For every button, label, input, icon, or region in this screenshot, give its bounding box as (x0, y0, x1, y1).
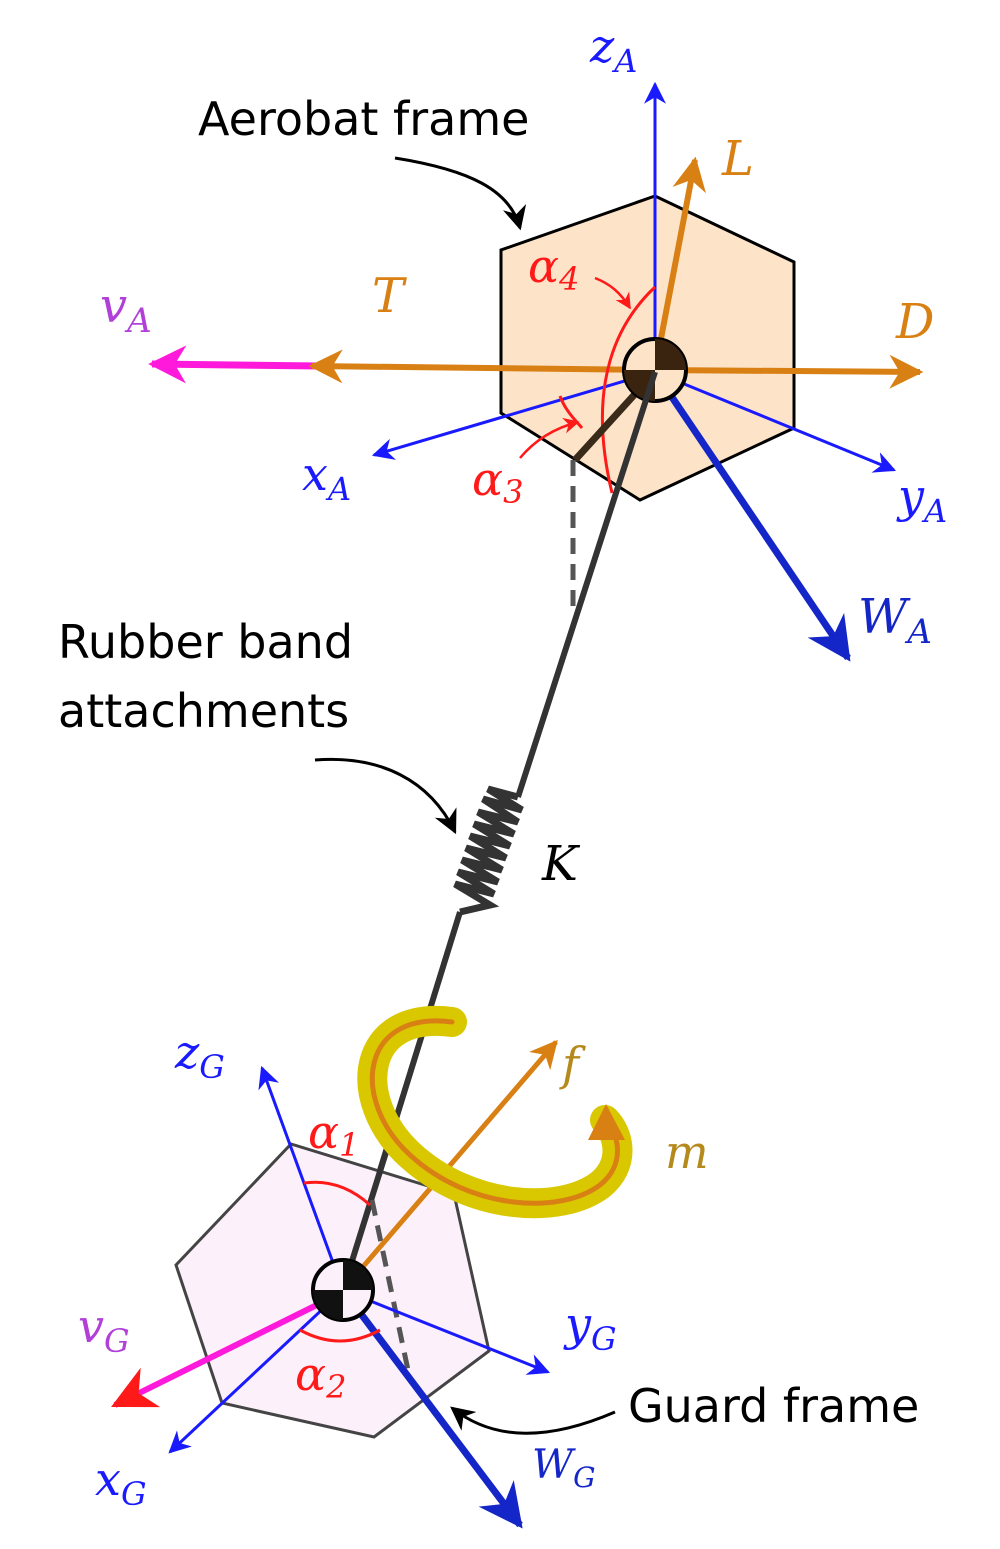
aerobat-cg-symbol (622, 337, 688, 403)
zA-label: zA (589, 19, 637, 80)
xG-label: xG (95, 1452, 147, 1513)
lift-arrow (652, 156, 706, 371)
m-label: m (665, 1125, 709, 1179)
alpha3-pointer (519, 417, 580, 459)
guard-frame-label: Guard frame (628, 1379, 919, 1433)
guard-x-axis (168, 1288, 345, 1454)
alpha4-pointer (594, 276, 632, 310)
T-label: T (372, 268, 407, 324)
guard-frame-callout (450, 1406, 616, 1435)
aerobat-y-axis (654, 370, 897, 473)
spring-k-label: K (541, 836, 581, 892)
alpha3-label: α3 (472, 452, 523, 511)
aerobat-weight-arrow (652, 370, 851, 662)
guard-y-axis (342, 1288, 551, 1375)
guard-moment-m-arrow (357, 1005, 633, 1219)
aerobat-x-axis (371, 370, 656, 460)
aerobat-frame-callout (394, 156, 527, 231)
guard-dashed-line (369, 1199, 411, 1371)
vG-label: vG (78, 1299, 130, 1360)
zG-label: zG (174, 1025, 225, 1086)
rubber-band-label-line1: Rubber band (58, 615, 353, 669)
WG-label: WG (532, 1442, 596, 1494)
thrust-arrow (308, 349, 656, 384)
vA-label: vA (100, 278, 152, 341)
aerobat-velocity-arrow (148, 345, 321, 384)
guard-weight-arrow (340, 1287, 523, 1529)
rubber-band-label-line2: attachments (58, 684, 349, 738)
drag-arrow (654, 354, 924, 389)
alpha2-arc (299, 1328, 381, 1343)
alpha1-label: α1 (308, 1105, 359, 1164)
alpha1-arc (303, 1180, 372, 1207)
spring-k (453, 785, 524, 916)
yA-label: yA (896, 469, 947, 530)
guard-velocity-arrow (111, 1289, 345, 1408)
aerobat-frame-label: Aerobat frame (198, 92, 529, 146)
guard-z-axis (258, 1065, 345, 1291)
band-upper-segment (515, 371, 658, 798)
WA-label: WA (858, 589, 932, 652)
yG-label: yG (563, 1297, 617, 1358)
alpha2-label: α2 (295, 1347, 346, 1406)
alpha4-label: α4 (528, 239, 579, 298)
alpha3-arc (558, 395, 584, 429)
L-label: L (721, 131, 754, 187)
alpha4-arc (600, 285, 657, 494)
f-label: f (559, 1037, 586, 1091)
xA-label: xA (302, 447, 351, 508)
rubber-band-callout (314, 757, 457, 835)
guard-cg-symbol (311, 1258, 375, 1322)
D-label: D (895, 294, 934, 350)
